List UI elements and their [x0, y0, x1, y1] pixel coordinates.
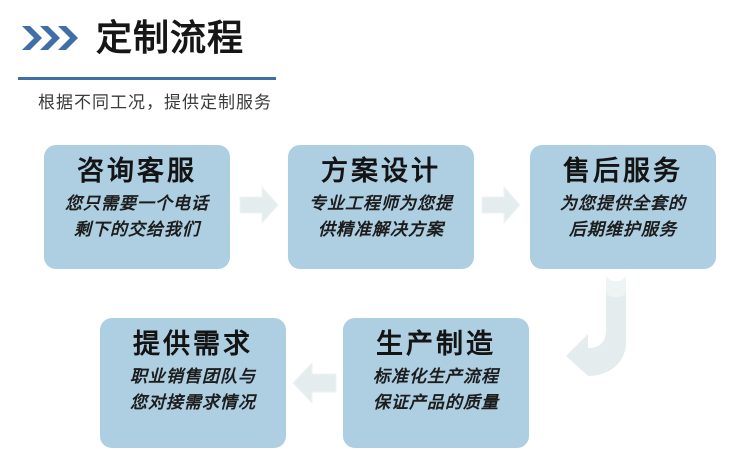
flow-step-description-line-2: 后期维护服务 [569, 220, 677, 239]
flow-step-description: 职业销售团队与 您对接需求情况 [130, 364, 256, 416]
flow-step-title: 生产制造 [376, 329, 496, 359]
flow-step-description: 专业工程师为您提 供精准解决方案 [309, 191, 453, 243]
page-subtitle: 根据不同工况，提供定制服务 [38, 93, 272, 112]
flow-step-title: 方案设计 [321, 156, 441, 186]
flow-step-title: 售后服务 [563, 156, 683, 186]
header-underline-rule [18, 77, 276, 80]
flow-step-description-line-1: 专业工程师为您提 [309, 194, 453, 213]
flow-step-description: 您只需要一个电话 剩下的交给我们 [65, 191, 209, 243]
flow-step-description-line-1: 您只需要一个电话 [65, 194, 209, 213]
triple-chevron-right-icon [20, 23, 82, 53]
flow-step-description-line-1: 为您提供全套的 [560, 194, 686, 213]
flow-step-card-3[interactable]: 售后服务 为您提供全套的 后期维护服务 [530, 145, 716, 269]
flow-step-card-2[interactable]: 方案设计 专业工程师为您提 供精准解决方案 [288, 145, 474, 269]
connector-arrow-uturn-down-left [560, 268, 660, 380]
flow-step-title: 咨询客服 [77, 156, 197, 186]
flow-step-card-5[interactable]: 生产制造 标准化生产流程 保证产品的质量 [343, 318, 529, 448]
flow-step-description: 标准化生产流程 保证产品的质量 [373, 364, 499, 416]
connector-arrow-left-1 [288, 358, 340, 408]
header-row: 定制流程 [18, 14, 732, 62]
connector-arrow-right-2 [478, 182, 524, 228]
flow-step-card-1[interactable]: 咨询客服 您只需要一个电话 剩下的交给我们 [44, 145, 230, 269]
flow-step-description-line-2: 保证产品的质量 [373, 393, 499, 412]
page-title: 定制流程 [96, 17, 245, 58]
flow-step-title: 提供需求 [133, 329, 253, 359]
flow-step-description-line-2: 供精准解决方案 [318, 220, 444, 239]
flow-step-card-4[interactable]: 提供需求 职业销售团队与 您对接需求情况 [100, 318, 286, 448]
flow-step-description-line-2: 您对接需求情况 [130, 393, 256, 412]
page-header: 定制流程 [18, 14, 732, 80]
connector-arrow-right-1 [236, 182, 282, 228]
flow-step-description: 为您提供全套的 后期维护服务 [560, 191, 686, 243]
flow-step-description-line-1: 职业销售团队与 [130, 367, 256, 386]
flow-step-description-line-2: 剩下的交给我们 [74, 220, 200, 239]
flow-step-description-line-1: 标准化生产流程 [373, 367, 499, 386]
